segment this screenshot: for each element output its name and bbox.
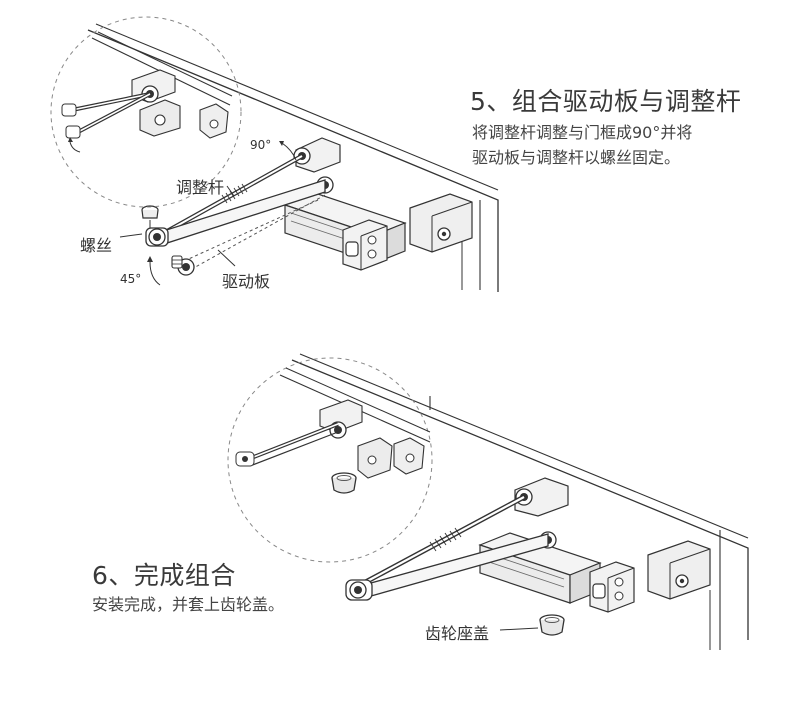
zoom-circle bbox=[50, 16, 242, 208]
label-adjust-rod: 调整杆 bbox=[176, 178, 225, 197]
step6-desc: 安装完成，并套上齿轮盖。 bbox=[92, 595, 285, 614]
screw-part bbox=[141, 205, 159, 228]
gear-cover bbox=[539, 614, 565, 636]
label-drive-plate: 驱动板 bbox=[222, 272, 271, 291]
label-gear-cover: 齿轮座盖 bbox=[425, 624, 490, 643]
step6-illustration bbox=[227, 353, 749, 650]
zoom-detail-2 bbox=[235, 367, 431, 494]
step6-title: 6、完成组合 bbox=[92, 561, 236, 590]
label-angle-45: 45° bbox=[120, 272, 142, 286]
step5-title: 5、组合驱动板与调整杆 bbox=[470, 87, 742, 116]
frame-bracket bbox=[409, 193, 473, 253]
zoom-circle-2 bbox=[227, 357, 433, 563]
end-cap bbox=[342, 219, 388, 271]
step5-desc-line2: 驱动板与调整杆以螺丝固定。 bbox=[472, 148, 681, 167]
arm-joint-2 bbox=[349, 581, 367, 599]
arm-joint bbox=[148, 228, 166, 246]
step5-illustration bbox=[50, 16, 499, 292]
end-cap-2 bbox=[589, 561, 635, 613]
label-screw: 螺丝 bbox=[80, 236, 113, 255]
frame-bracket-2 bbox=[647, 540, 711, 600]
step5-desc-line1: 将调整杆调整与门框成90°并将 bbox=[472, 123, 693, 142]
zoom-detail bbox=[61, 31, 233, 153]
label-angle-90: 90° bbox=[250, 138, 272, 152]
